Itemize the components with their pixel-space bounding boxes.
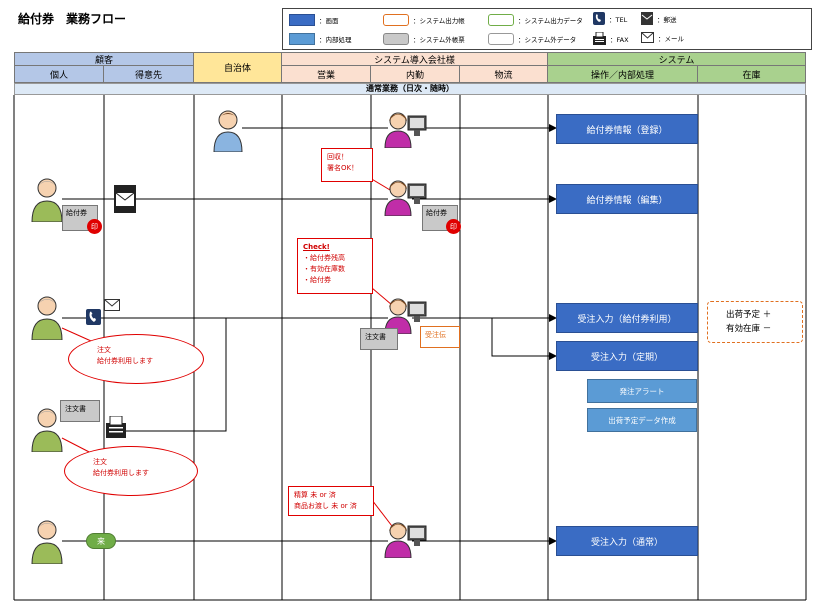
output-form-swatch-icon (383, 14, 409, 26)
fax-icon (593, 32, 606, 45)
external-form-swatch-icon (383, 33, 409, 45)
email-icon (104, 299, 120, 311)
screen-kyufuken-register[interactable]: 給付券情報（登録） (556, 114, 698, 144)
callout-settlement: 精算 未 or 済 商品お渡し 未 or 済 (288, 486, 374, 516)
screen-kyufuken-edit[interactable]: 給付券情報（編集） (556, 184, 698, 214)
legend: ：画面 ：システム出力帳 ：システム出力データ ：TEL ：郵送 ：内部処理 ：… (282, 8, 812, 50)
operator-pc-icon-4 (384, 522, 427, 558)
legend-external-form: ：システム外帳票 (383, 33, 465, 45)
email-icon (641, 32, 654, 43)
order-form-document: 注文書 (360, 328, 398, 350)
header-office: 内勤 (371, 66, 460, 83)
legend-system-output-form: ：システム出力帳 (383, 14, 465, 26)
customer-person-icon-4 (31, 520, 63, 564)
header-individual: 個人 (14, 66, 104, 83)
post-icon (114, 185, 136, 213)
output-data-swatch-icon (488, 14, 514, 26)
legend-external-data: ：システム外データ (488, 33, 576, 45)
legend-fax: ：FAX (593, 32, 629, 45)
legend-tel: ：TEL (593, 12, 627, 25)
phone-icon (86, 309, 101, 325)
header-sales: 営業 (282, 66, 371, 83)
customer-person-icon-1 (31, 178, 63, 222)
header-operation: 操作／内部処理 (548, 66, 698, 83)
header-customer: 顧客 (14, 52, 194, 66)
operator-pc-icon-2 (384, 180, 427, 216)
header-system: システム (548, 52, 806, 66)
kyufuken-document: 給付券 (62, 205, 98, 231)
stock-adjust-box: 出荷予定 ＋ 有効在庫 － (707, 301, 803, 343)
page-title: 給付券 業務フロー (18, 12, 127, 26)
stamp-icon: 印 (87, 219, 102, 234)
screen-swatch-icon (289, 14, 315, 26)
header-vendor: システム導入会社様 (282, 52, 548, 66)
screen-order-entry-regular[interactable]: 受注入力（定期） (556, 341, 698, 371)
order-speech-bubble-1: 注文 給付券利用します (68, 334, 204, 384)
order-slip-document: 受注伝 (420, 326, 460, 348)
stamp-icon-office: 印 (446, 219, 461, 234)
screen-order-entry-normal[interactable]: 受注入力（通常） (556, 526, 698, 556)
callout-collect: 回収！ 署名OK！ (321, 148, 373, 182)
callout-check: Check! ・給付券残高 ・有効在庫数 ・給付券 (297, 238, 373, 294)
legend-mail-post: ：郵送 (641, 12, 677, 25)
internal-swatch-icon (289, 33, 315, 45)
internal-order-alert: 発注アラート (587, 379, 697, 403)
customer-person-icon-2 (31, 296, 63, 340)
header-client: 得意先 (104, 66, 194, 83)
header-municipality: 自治体 (194, 52, 282, 83)
phone-icon (593, 12, 605, 25)
customer-person-icon-3 (31, 408, 63, 452)
kyufuken-document-office: 給付券 (422, 205, 458, 231)
post-icon (641, 12, 653, 25)
band-normal-operations: 通常業務（日次・随時） (14, 83, 806, 95)
legend-email: ：メール (641, 32, 684, 43)
order-form-document-client: 注文書 (60, 400, 100, 422)
legend-internal: ：内部処理 (289, 33, 352, 45)
visit-pill: 来 (86, 533, 116, 549)
fax-icon (106, 416, 126, 438)
screen-order-entry-kyufuken[interactable]: 受注入力（給付券利用） (556, 303, 698, 333)
operator-pc-icon-1 (384, 112, 427, 148)
legend-screen: ：画面 (289, 14, 339, 26)
header-stock: 在庫 (698, 66, 806, 83)
order-speech-bubble-2: 注文 給付券利用します (64, 446, 198, 496)
header-logistics: 物流 (460, 66, 548, 83)
external-data-swatch-icon (488, 33, 514, 45)
municipality-person-icon (213, 110, 243, 152)
legend-system-output-data: ：システム出力データ (488, 14, 583, 26)
internal-shipping-data: 出荷予定データ作成 (587, 408, 697, 432)
